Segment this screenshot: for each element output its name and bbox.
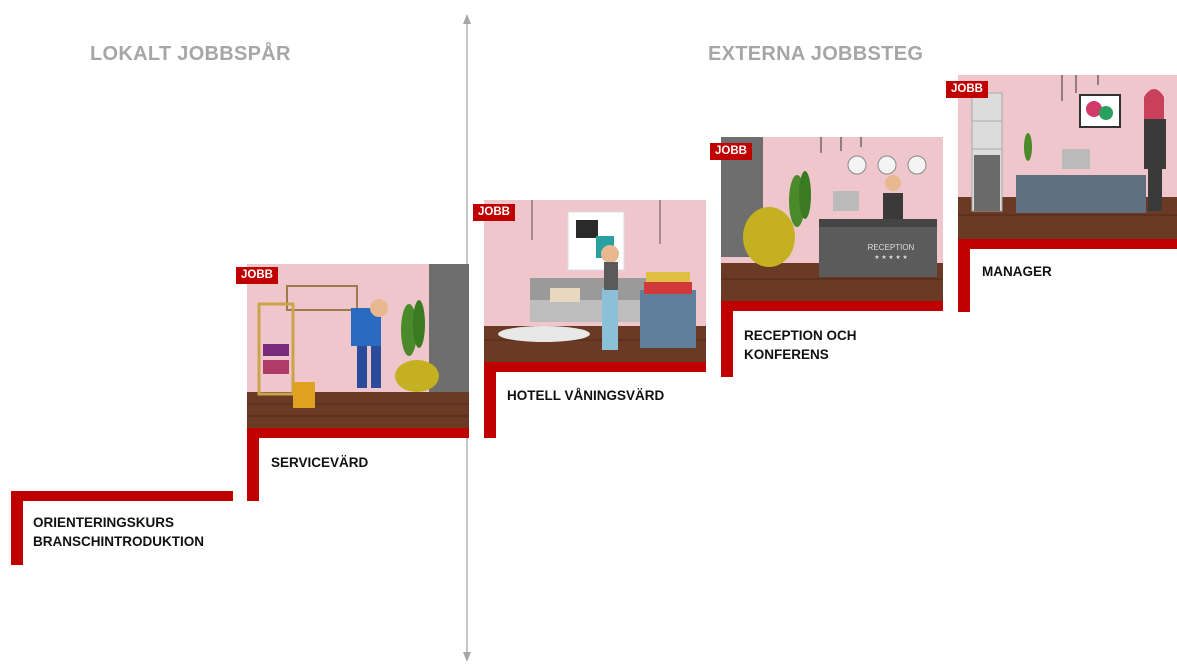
job-badge: JOBB bbox=[473, 204, 515, 221]
scene-image-cleaner bbox=[247, 264, 469, 428]
step-label: ORIENTERINGSKURS BRANSCHINTRODUKTION bbox=[33, 515, 204, 549]
step-label: MANAGER bbox=[982, 264, 1052, 279]
step-label: SERVICEVÄRD bbox=[271, 455, 369, 470]
job-badge: JOBB bbox=[236, 267, 278, 284]
scene-image-reception: RECEPTION ★ ★ ★ ★ ★ bbox=[721, 137, 943, 301]
step-label: HOTELL VÅNINGSVÄRD bbox=[507, 388, 665, 403]
step-bar-vertical bbox=[721, 301, 733, 377]
step-bar-horizontal bbox=[958, 239, 1177, 249]
svg-text:★ ★ ★ ★ ★: ★ ★ ★ ★ ★ bbox=[874, 254, 908, 261]
local-track-heading: LOKALT JOBBSPÅR bbox=[90, 43, 291, 65]
step-bar-horizontal bbox=[484, 362, 706, 372]
scene-image-housekeeper bbox=[484, 200, 706, 362]
step-bar-vertical bbox=[11, 491, 23, 565]
step-bar-vertical bbox=[958, 239, 970, 312]
job-badge: JOBB bbox=[946, 81, 988, 98]
step-bar-horizontal bbox=[721, 301, 943, 311]
scene-image-manager bbox=[958, 75, 1177, 239]
step-bar-vertical bbox=[247, 428, 259, 501]
reception-sign-text: RECEPTION bbox=[868, 243, 915, 252]
step-label: RECEPTION OCH KONFERENS bbox=[744, 328, 857, 362]
step-bar-horizontal bbox=[247, 428, 469, 438]
step-bar-horizontal bbox=[11, 491, 233, 501]
job-badge: JOBB bbox=[710, 143, 752, 160]
step-bar-vertical bbox=[484, 362, 496, 438]
external-steps-heading: EXTERNA JOBBSTEG bbox=[708, 43, 924, 65]
